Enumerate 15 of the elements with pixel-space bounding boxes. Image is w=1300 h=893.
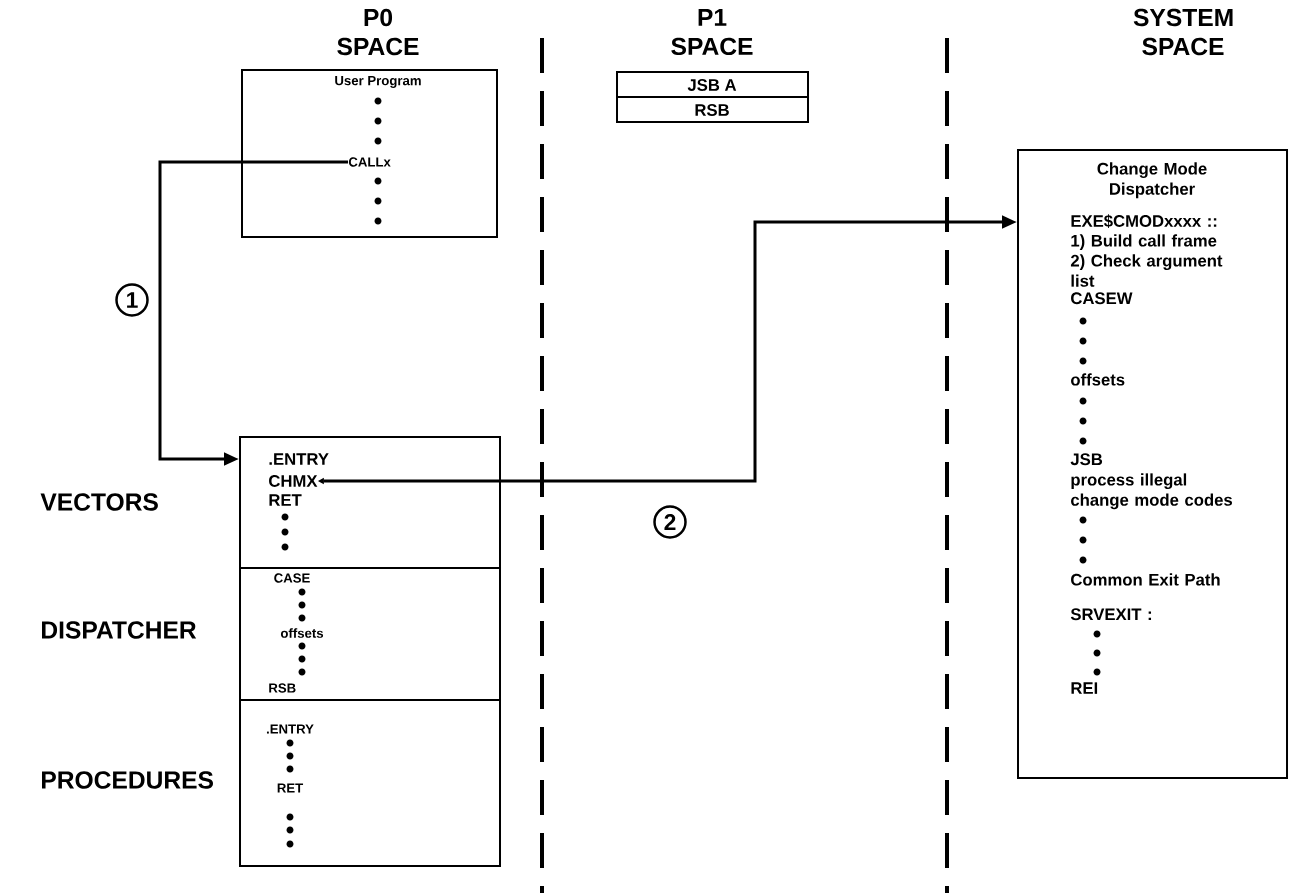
row-label: PROCEDURES: [42, 771, 213, 789]
column-heading: P1 SPACE: [671, 8, 753, 56]
dispatcher-section: CASE offsets RSB: [239, 567, 501, 701]
instruction-box: RSB: [616, 96, 809, 123]
column-heading: P0 SPACE: [337, 8, 419, 56]
step-number: 1: [115, 283, 149, 317]
column-heading: SYSTEM SPACE: [1133, 8, 1233, 56]
procedures-section: .ENTRY RET: [239, 699, 501, 867]
row-label: DISPATCHER: [42, 621, 197, 639]
code-text: CALLx: [348, 157, 391, 167]
code-text: CHMX: [269, 475, 318, 487]
dispatcher-box: Change Mode Dispatcher EXE$CMODxxxx :: 1) Build call frame 2) Check argument list CASEW offsets JSB process illegal change mode codes Common Exit Path SRVEXIT : REI: [1017, 149, 1288, 779]
row-label: VECTORS: [40, 493, 158, 511]
step-number: 2: [653, 505, 687, 539]
instruction-box: JSB A: [616, 71, 809, 98]
